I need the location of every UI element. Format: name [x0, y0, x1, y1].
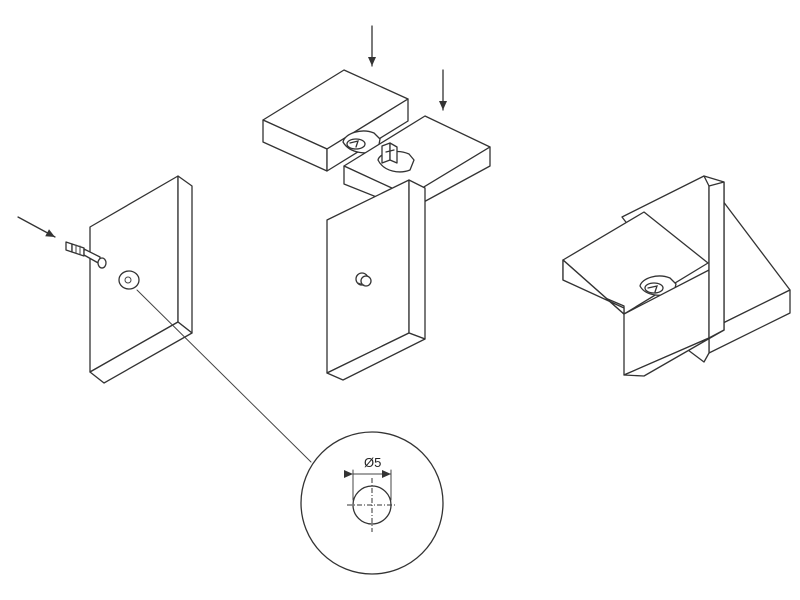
cam-fitting-icon [342, 130, 381, 154]
side-panel [89, 175, 193, 384]
vertical-panel [326, 179, 426, 381]
dowel-pin-icon [355, 272, 372, 287]
hole-detail: Ø5 [136, 289, 444, 575]
detail-leader-line [136, 289, 312, 463]
step-3-assembled-joint [562, 175, 791, 377]
vertical-panel [623, 175, 725, 377]
dowel-pin-icon [65, 241, 107, 269]
front-shelf-board [562, 211, 709, 315]
step-2-exploded-assembly [262, 25, 491, 381]
step-1-panel-assembly [17, 175, 193, 384]
arrow-icon [17, 216, 56, 238]
cam-fitting-icon [639, 275, 677, 296]
cam-fitting-icon [377, 142, 415, 173]
diameter-label: Ø5 [364, 455, 381, 470]
drill-hole [118, 270, 140, 290]
shelf-board-left [262, 69, 409, 172]
